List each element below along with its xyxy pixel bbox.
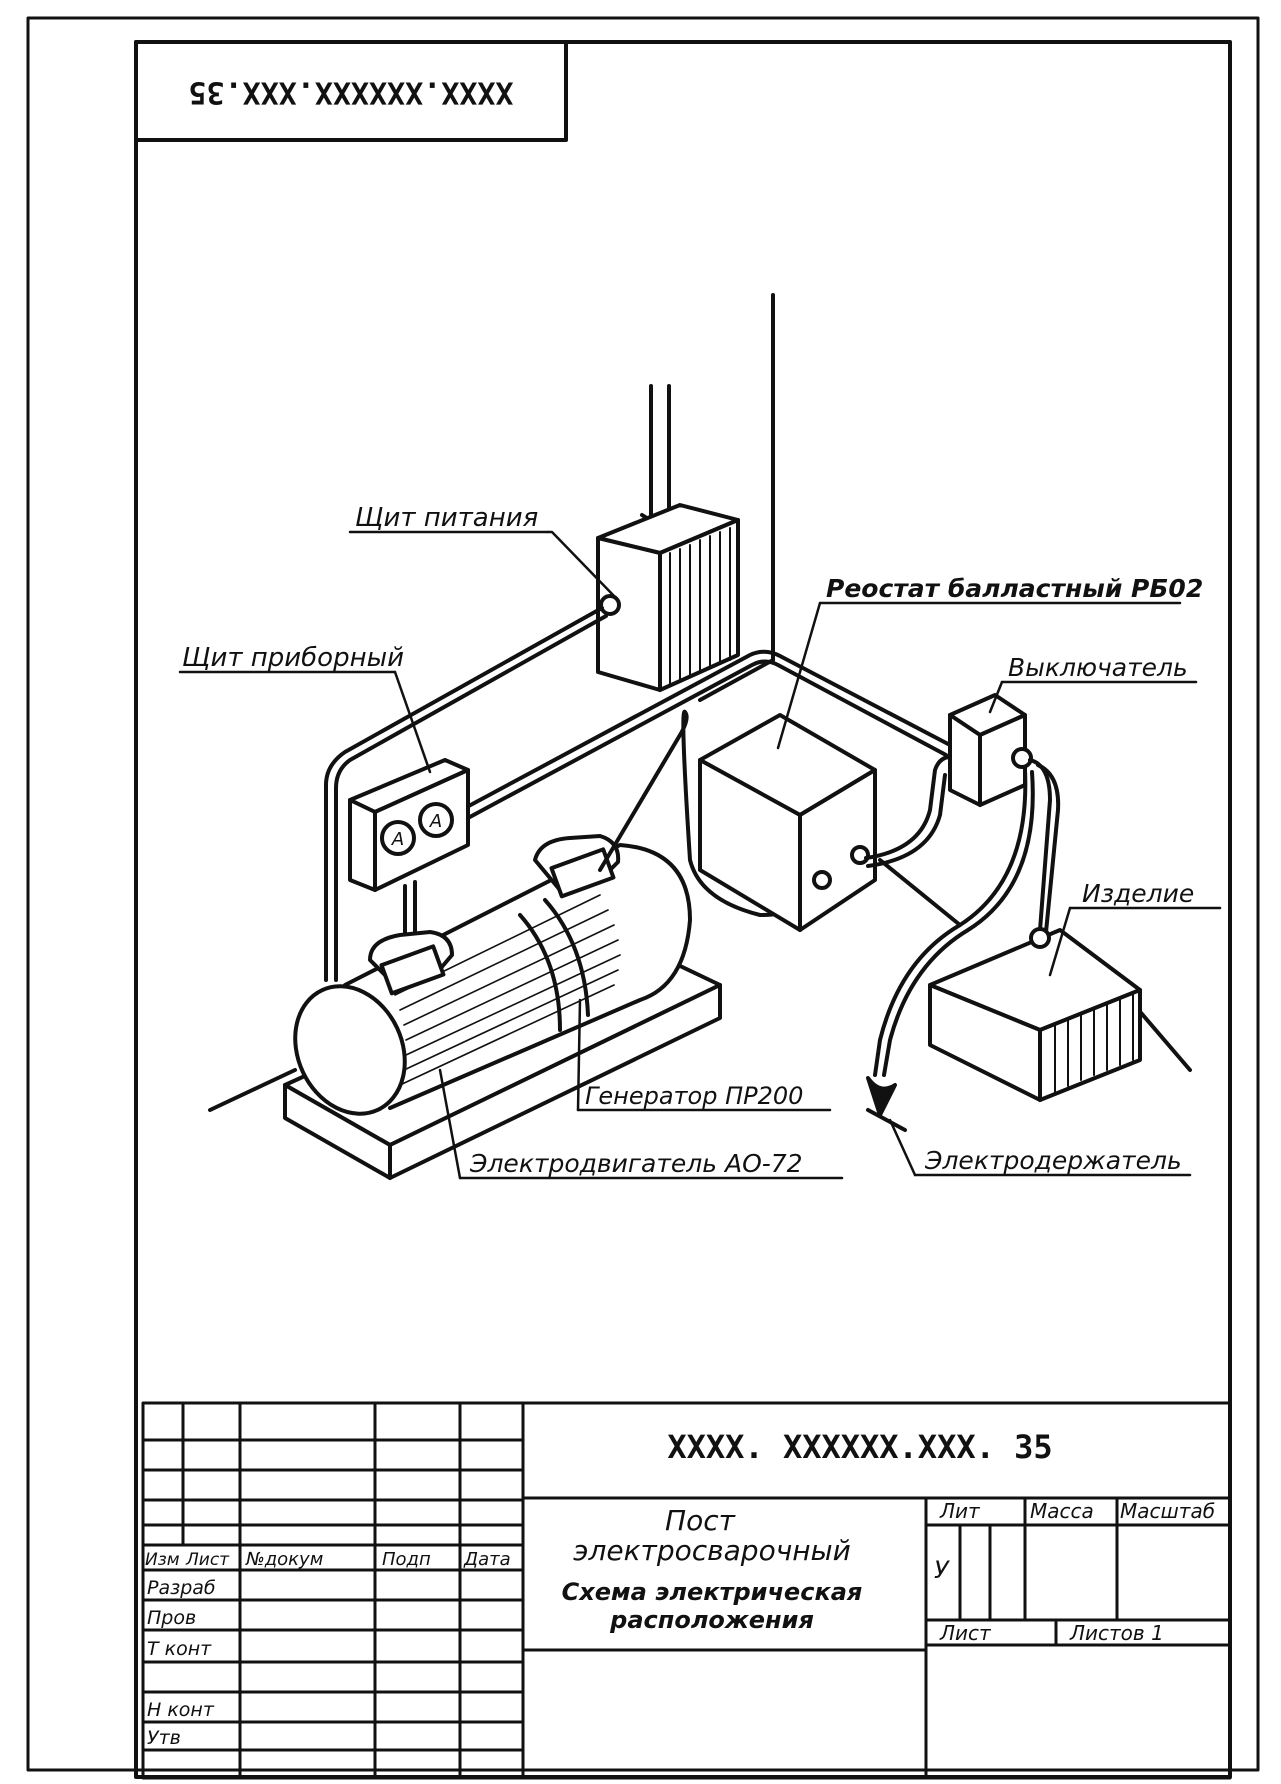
document-code: XXXX. XXXXXX.XXX. 35 <box>667 1428 1052 1466</box>
room-corner-lines <box>208 293 1192 1112</box>
col-ndokum: №докум <box>245 1549 323 1570</box>
ammeter-symbol-2: A <box>429 811 442 832</box>
sheets-label: Листов 1 <box>1069 1621 1164 1645</box>
drawing-title-line2: электросварочный <box>573 1534 851 1567</box>
electrode-holder <box>866 1076 907 1132</box>
outer-border <box>26 16 1260 1772</box>
row-utv: Утв <box>147 1727 181 1749</box>
scale-header: Масштаб <box>1120 1499 1215 1523</box>
cables-switch-outputs <box>873 758 1061 1077</box>
motor-generator-unit <box>293 834 692 1116</box>
row-prov: Пров <box>147 1607 196 1629</box>
row-nkont: Н конт <box>147 1699 215 1721</box>
corner-code-text: XXXX.XXXXXX.XXX.35 <box>188 75 513 110</box>
row-razrab: Разраб <box>147 1577 216 1599</box>
cable-wall-run <box>463 649 952 820</box>
ammeter-symbol-1: A <box>391 829 404 850</box>
cable-power-to-motor <box>324 606 608 982</box>
col-podp: Подп <box>382 1549 431 1570</box>
row-tkont: Т конт <box>147 1638 212 1660</box>
label-power-panel: Щит питания <box>355 503 538 533</box>
instrument-panel: A A <box>348 758 470 947</box>
leader-lines <box>178 530 1222 1180</box>
label-instrument-panel: Щит приборный <box>182 643 404 673</box>
label-electric-motor: Электродвигатель АО-72 <box>469 1149 803 1178</box>
supply-pipe <box>640 384 680 524</box>
label-ballast-rheostat: Реостат балластный РБ02 <box>826 574 1203 603</box>
label-workpiece: Изделие <box>1082 879 1194 908</box>
drawing-title-line1: Пост <box>665 1504 736 1537</box>
ballast-rheostat <box>698 713 877 932</box>
motor-terminal-box <box>368 930 454 996</box>
col-izm: Изм <box>145 1550 180 1570</box>
title-block-text: XXXX. XXXXXX.XXX. 35 Пост электросварочн… <box>145 1428 1215 1749</box>
isometric-drawing: A A <box>178 293 1222 1180</box>
corner-code-stamp: XXXX.XXXXXX.XXX.35 <box>134 40 568 142</box>
mass-header: Масса <box>1030 1499 1094 1523</box>
drawing-subtitle-line1: Схема электрическая <box>562 1578 863 1606</box>
generator-terminal-box <box>533 834 621 899</box>
cable-rheostat-to-switch <box>864 754 957 868</box>
col-data: Дата <box>463 1549 511 1570</box>
switch-box <box>948 693 1033 807</box>
label-generator: Генератор ПР200 <box>585 1082 803 1110</box>
col-list: Лист <box>185 1550 230 1570</box>
title-block <box>141 1401 1232 1780</box>
label-switch: Выключатель <box>1008 653 1188 682</box>
lit-header: Лит <box>939 1499 981 1523</box>
callout-labels: Щит питания Щит приборный Реостат баллас… <box>182 503 1203 1178</box>
drawing-subtitle-line2: расположения <box>609 1606 814 1634</box>
lit-value: У <box>934 1556 950 1584</box>
power-panel <box>596 503 740 692</box>
workpiece <box>928 927 1142 1102</box>
sheet-label: Лист <box>939 1621 992 1645</box>
label-electrode-holder: Электродержатель <box>924 1146 1182 1175</box>
